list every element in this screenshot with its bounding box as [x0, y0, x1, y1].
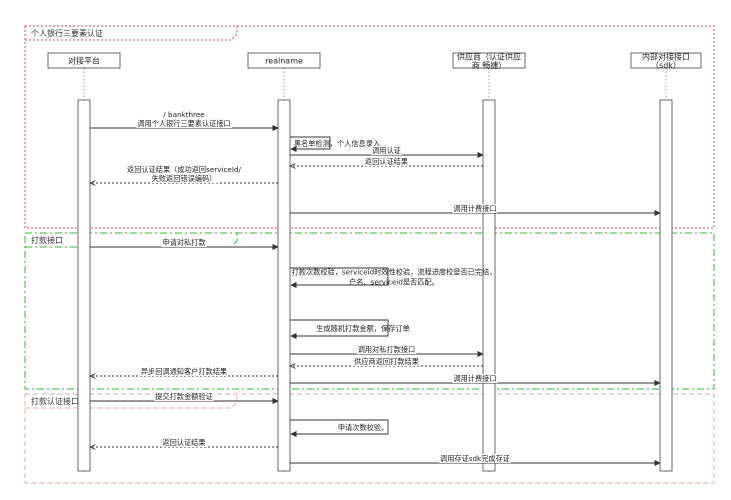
participant-box	[452, 52, 526, 69]
activation-bar-platform	[77, 99, 91, 472]
message-label-bg	[371, 146, 402, 155]
message-label-bg	[439, 454, 511, 463]
self-call-arrow	[290, 267, 389, 289]
participant-label: 商 畅捷）	[472, 60, 507, 70]
participant-internal: 内部对接接口（sdk）	[630, 52, 702, 70]
message-5: 返回认证结果（成功返回serviceId/失败返回错误编码）	[90, 165, 278, 183]
participant-box	[247, 52, 321, 69]
frame-border	[24, 25, 715, 229]
message-label: 提交打款金额验证	[155, 392, 213, 401]
message-label-bg	[126, 165, 243, 174]
frame-individual-bank-three-factor: 个人银行三要素认证	[24, 25, 715, 229]
self-call-label: 黑名单检测，个人信息录入	[294, 139, 380, 148]
message-label: 调用个人银行三要素认证接口	[137, 119, 230, 128]
participant-box	[47, 52, 121, 69]
message-9: 生成随机打款金额，保存订单	[290, 319, 410, 340]
activation-bar-internal	[659, 99, 673, 472]
message-14: 提交打款金额验证	[90, 392, 279, 405]
message-label-bg	[161, 438, 207, 447]
message-label: 异步回调通知客户打款结果	[141, 367, 227, 376]
participant-realname: realname	[247, 52, 321, 69]
message-4: 返回认证结果	[290, 157, 483, 166]
message-label-bg	[363, 157, 410, 166]
message-15: 申请次数校验，	[290, 419, 389, 438]
frame-payment-interface: 打款接口	[24, 232, 715, 390]
message-8: 打款次数校验，serviceid时效性校验，流程进度校是否已完结，户名、serv…	[290, 267, 497, 289]
self-call-arrow	[290, 319, 389, 340]
frame-label: 打款接口	[31, 235, 63, 245]
activation-bar-supplier	[482, 99, 496, 472]
message-2: 黑名单检测，个人信息录入	[290, 136, 380, 153]
frame-label: 打款认证接口	[31, 396, 79, 406]
self-call-label: 申请次数校验，	[338, 423, 388, 432]
message-12: 异步回调通知客户打款结果	[90, 367, 278, 376]
message-label: 调用计费接口	[453, 374, 496, 383]
message-label: 调用对私打款接口	[358, 345, 416, 354]
frame-payment-verification: 打款认证接口	[24, 393, 715, 484]
message-label: 返回认证结果	[365, 157, 408, 166]
message-label: 失败返回错误编码）	[152, 174, 217, 183]
message-label-bg	[136, 119, 232, 128]
message-label: 供应商返回打款结果	[354, 357, 419, 366]
message-10: 调用对私打款接口	[290, 345, 484, 358]
self-call-label: 户名、serviceid是否匹配。	[349, 278, 439, 287]
self-call-label: 生成随机打款金额，保存订单	[316, 324, 409, 333]
message-6: 调用计费接口	[290, 204, 661, 217]
message-label: 返回认证结果（成功返回serviceId/	[127, 165, 241, 174]
self-call-arrow	[290, 136, 331, 153]
activation-bar-realname	[277, 99, 291, 472]
message-7: 申请对私打款	[90, 238, 279, 251]
participant-platform: 对接平台	[47, 52, 121, 69]
message-label: 申请对私打款	[162, 238, 205, 247]
message-label: 调用认证	[372, 146, 401, 155]
participant-label: 供应商（认证供应	[457, 52, 521, 62]
message-label: 调用计费接口	[453, 204, 496, 213]
message-label-bg	[161, 238, 207, 247]
message-label-bg	[154, 392, 214, 401]
message-label-bg	[452, 204, 498, 213]
participant-label: 内部对接接口	[642, 52, 690, 62]
frame-label: 个人银行三要素认证	[31, 28, 103, 38]
frame-border	[24, 232, 715, 390]
message-label-bg	[356, 345, 417, 354]
participant-label: （sdk）	[651, 61, 681, 70]
message-11: 供应商返回打款结果	[290, 357, 483, 366]
frame-tab	[25, 394, 238, 409]
message-17: 调用存证sdk完成存证	[290, 454, 661, 467]
participant-box	[630, 52, 702, 69]
message-label: 返回认证结果	[162, 438, 205, 447]
message-13: 调用计费接口	[290, 374, 661, 387]
frame-border	[24, 393, 715, 484]
message-label: / bankthree	[163, 110, 205, 119]
self-call-label: 打款次数校验，serviceid时效性校验，流程进度校是否已完结，	[292, 268, 497, 277]
message-label-bg	[353, 357, 420, 366]
self-call-arrow	[290, 419, 389, 438]
message-label: 调用存证sdk完成存证	[440, 454, 510, 463]
frame-tab	[25, 233, 238, 248]
participant-label: 对接平台	[68, 56, 100, 66]
message-label-bg	[162, 110, 207, 119]
participant-label: realname	[265, 57, 303, 66]
message-label-bg	[452, 374, 498, 383]
message-3: 调用认证	[290, 146, 484, 159]
message-16: 返回认证结果	[90, 438, 278, 447]
message-label-bg	[150, 174, 218, 183]
messages-layer: / bankthree调用个人银行三要素认证接口黑名单检测，个人信息录入调用认证…	[90, 110, 661, 467]
message-label-bg	[139, 367, 229, 376]
